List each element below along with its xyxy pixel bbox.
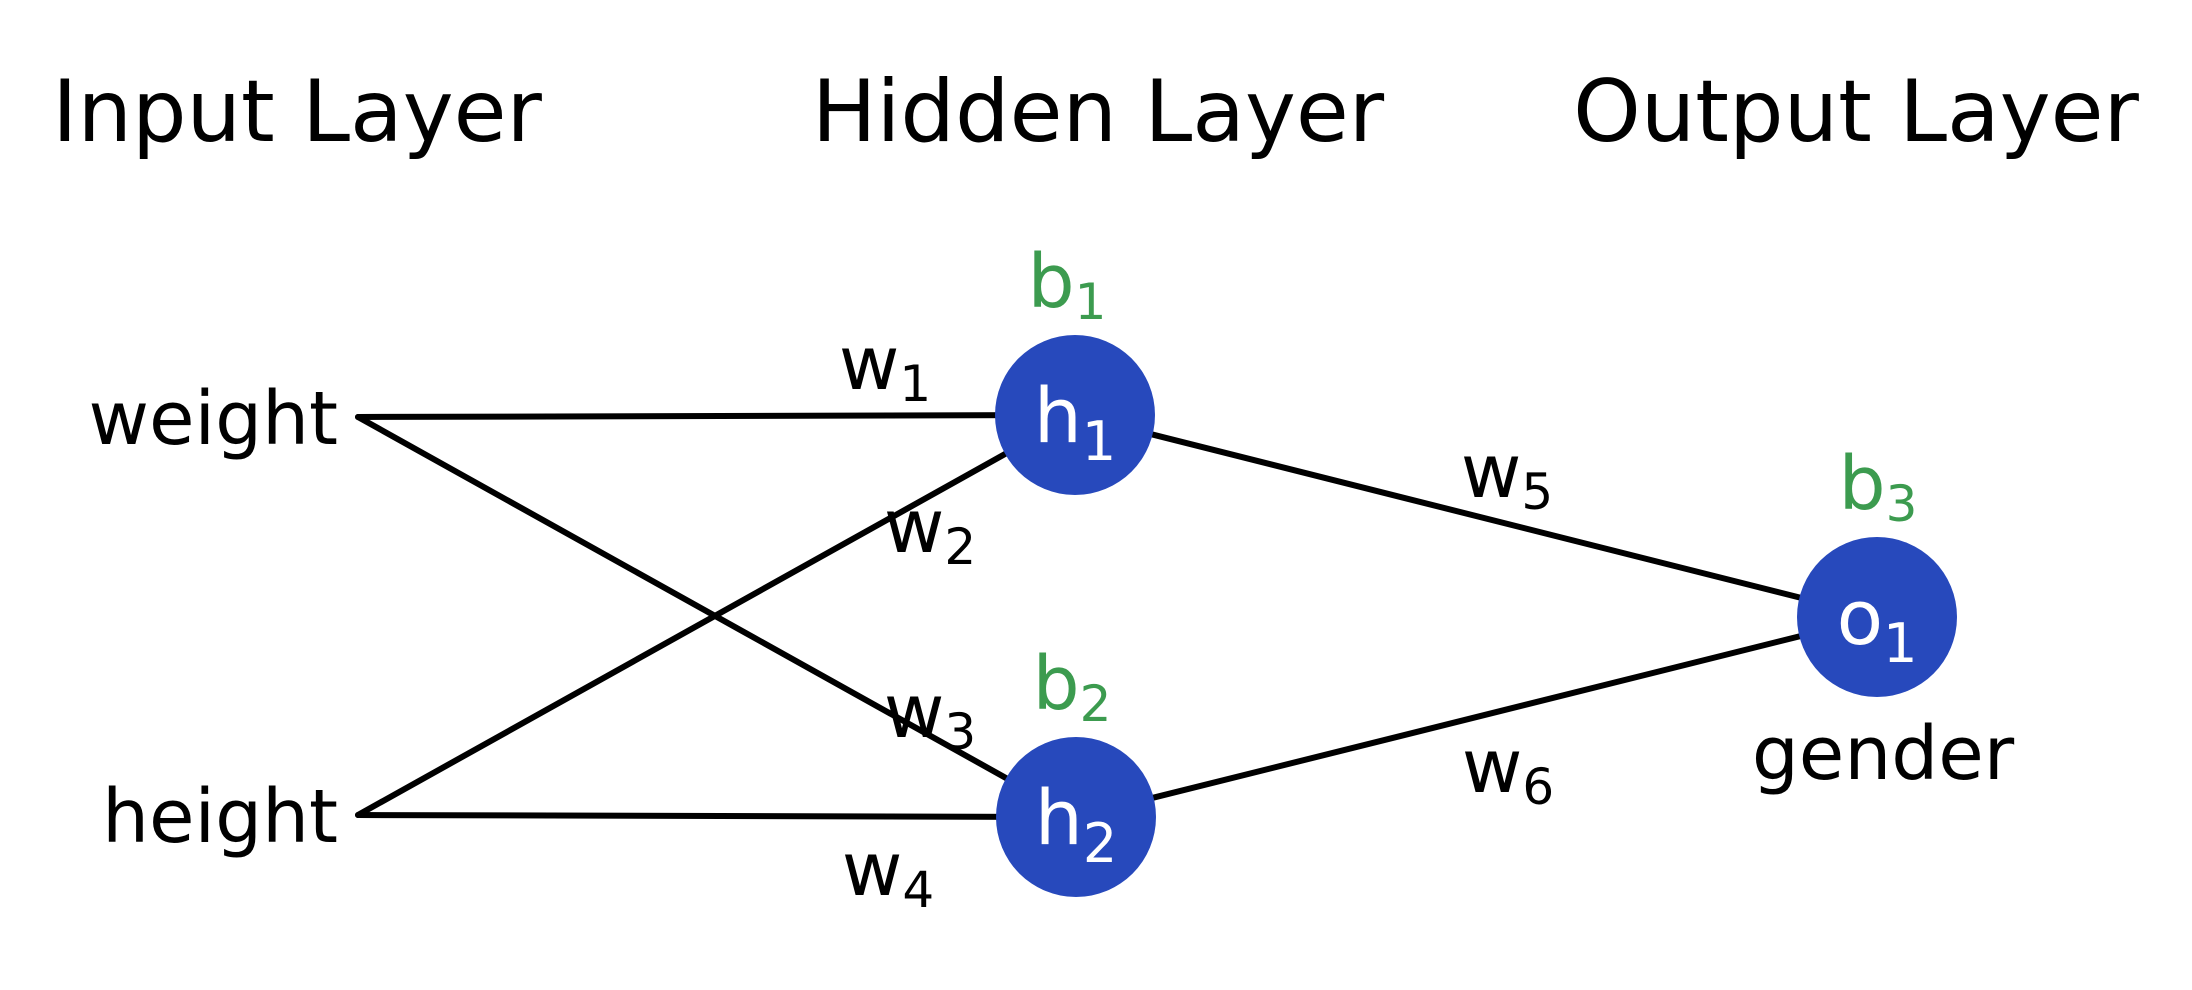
edge-weight-h1 (355, 412, 1078, 420)
edge-h1-o1 (1072, 412, 1880, 620)
b1-sub: 1 (1075, 273, 1107, 331)
node-label-h1: h1 (1034, 371, 1117, 473)
b2-base: b (1033, 641, 1080, 727)
weight-label-w6: w6 (1462, 724, 1554, 816)
bias-label-b2: b2 (1033, 641, 1112, 733)
input-label-weight: weight (89, 376, 339, 462)
weight-label-w1: w1 (839, 321, 931, 413)
w5-base: w (1461, 429, 1522, 515)
weight-label-w3: w3 (884, 669, 976, 761)
w6-base: w (1462, 724, 1523, 810)
bias-label-b3: b3 (1839, 441, 1918, 533)
weight-label-w4: w4 (842, 827, 934, 919)
edge-height-h2 (355, 812, 1079, 820)
w1-sub: 1 (899, 355, 931, 413)
node-label-o1: o1 (1837, 573, 1918, 675)
b3-sub: 3 (1886, 475, 1918, 533)
edge-height-h1 (355, 412, 1078, 818)
h1-base: h (1034, 371, 1082, 460)
node-o1-circle (1797, 537, 1957, 697)
b2-sub: 2 (1080, 675, 1112, 733)
weight-label-w5: w5 (1461, 429, 1553, 521)
w2-sub: 2 (944, 518, 976, 576)
node-h2: h2 (996, 737, 1156, 897)
o1-base: o (1837, 573, 1884, 662)
w4-sub: 4 (902, 861, 934, 919)
w5-sub: 5 (1521, 463, 1553, 521)
w4-base: w (842, 827, 903, 913)
o1-sub: 1 (1883, 612, 1917, 675)
node-o1: o1 (1797, 537, 1957, 697)
edge-h2-o1 (1073, 614, 1880, 820)
weight-label-w2: w2 (884, 484, 976, 576)
header-input-layer: Input Layer (52, 62, 542, 162)
node-label-h2: h2 (1035, 773, 1118, 875)
output-label-gender: gender (1752, 711, 2015, 797)
node-h2-circle (996, 737, 1156, 897)
b3-base: b (1839, 441, 1886, 527)
edge-group (355, 412, 1880, 820)
w1-base: w (839, 321, 900, 407)
w2-base: w (884, 484, 945, 570)
w3-sub: 3 (944, 703, 976, 761)
bias-label-b1: b1 (1028, 239, 1107, 331)
b1-base: b (1028, 239, 1075, 325)
w3-base: w (884, 669, 945, 755)
w6-sub: 6 (1522, 758, 1554, 816)
node-h1: h1 (995, 335, 1155, 495)
h1-sub: 1 (1082, 410, 1116, 473)
node-h1-circle (995, 335, 1155, 495)
header-hidden-layer: Hidden Layer (812, 62, 1385, 162)
h2-base: h (1035, 773, 1083, 862)
input-label-height: height (102, 774, 338, 860)
header-output-layer: Output Layer (1573, 62, 2139, 162)
h2-sub: 2 (1083, 812, 1117, 875)
